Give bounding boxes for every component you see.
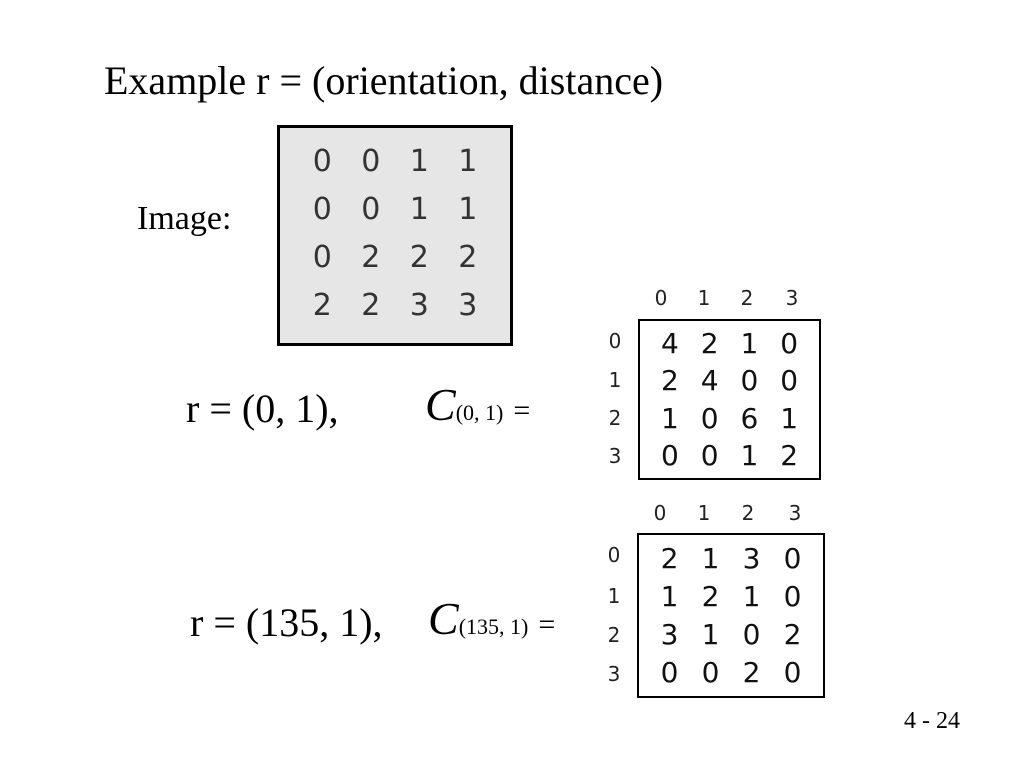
example1-equals: =	[513, 394, 531, 427]
matrix-cell: 2	[700, 327, 719, 361]
row-header: 3	[607, 662, 621, 686]
matrix-cell: 1	[740, 327, 759, 361]
row-header: 1	[608, 368, 622, 392]
matrix-cell: 2	[660, 541, 679, 575]
image-label: Image:	[137, 200, 232, 237]
image-cell: 0	[312, 192, 332, 228]
image-cell: 1	[409, 192, 429, 228]
example1-r-text: r = (0, 1),	[186, 386, 339, 431]
matrix-cell: 3	[660, 618, 679, 652]
column-header: 1	[697, 286, 711, 310]
image-cell: 2	[458, 239, 478, 275]
slide-title: Example r = (orientation, distance)	[104, 58, 664, 103]
image-cell: 0	[312, 144, 332, 180]
matrix-cell: 0	[700, 438, 719, 472]
matrix-cell: 4	[660, 327, 679, 361]
matrix-cell: 1	[742, 579, 761, 613]
row-header: 2	[607, 623, 621, 647]
matrix-cell: 1	[701, 541, 720, 575]
column-header: 3	[785, 286, 799, 310]
matrix-cell: 0	[740, 364, 759, 398]
image-cell: 3	[409, 287, 429, 323]
row-header: 0	[607, 543, 621, 567]
image-cell: 1	[458, 144, 478, 180]
column-header: 0	[653, 501, 667, 525]
matrix-cell: 2	[742, 656, 761, 690]
image-cell: 2	[361, 239, 381, 275]
matrix-cell: 1	[740, 438, 759, 472]
matrix-cell: 0	[742, 618, 761, 652]
matrix-cell: 1	[701, 618, 720, 652]
row-header: 2	[608, 406, 622, 430]
image-cell: 0	[312, 239, 332, 275]
row-header: 1	[607, 584, 621, 608]
column-header: 0	[654, 286, 668, 310]
matrix-cell: 0	[783, 579, 802, 613]
matrix-cell: 2	[701, 579, 720, 613]
example1-c-expression: C(0, 1) =	[425, 380, 530, 438]
example2-c-symbol: C	[428, 593, 459, 644]
example1-c-subscript: (0, 1)	[455, 400, 504, 425]
matrix-cell: 1	[780, 401, 799, 435]
matrix-cell: 0	[660, 656, 679, 690]
column-header: 2	[741, 501, 755, 525]
image-cell: 0	[361, 192, 381, 228]
matrix-cell: 0	[701, 656, 720, 690]
matrix-cell: 0	[660, 438, 679, 472]
matrix-cell: 2	[780, 438, 799, 472]
image-cell: 2	[312, 287, 332, 323]
example2-r-text: r = (135, 1),	[190, 600, 383, 645]
example2-c-subscript: (135, 1)	[458, 614, 529, 639]
matrix-cell: 0	[783, 541, 802, 575]
image-cell: 2	[361, 287, 381, 323]
column-header: 2	[740, 286, 754, 310]
row-header: 0	[608, 329, 622, 353]
matrix-cell: 3	[742, 541, 761, 575]
image-cell: 3	[458, 287, 478, 323]
image-cell: 0	[361, 144, 381, 180]
example2-equals: =	[538, 608, 556, 641]
matrix-cell: 0	[780, 327, 799, 361]
cooccurrence-matrix-0-1: 4 2 1 0 2 4 0 0 1 0 6 1 0 0 1 2	[638, 319, 821, 480]
matrix-cell: 2	[660, 364, 679, 398]
row-header: 3	[608, 444, 622, 468]
matrix-cell: 0	[783, 656, 802, 690]
matrix-cell: 0	[700, 401, 719, 435]
matrix-cell: 6	[740, 401, 759, 435]
example2-c-expression: C(135, 1) =	[428, 594, 555, 652]
matrix-cell: 2	[783, 618, 802, 652]
image-matrix: 0 0 1 1 0 0 1 1 0 2 2 2 2 2 3 3	[277, 125, 513, 346]
matrix-cell: 0	[780, 364, 799, 398]
column-header: 1	[697, 501, 711, 525]
matrix-cell: 1	[660, 401, 679, 435]
image-cell: 2	[409, 239, 429, 275]
image-cell: 1	[409, 144, 429, 180]
page-number: 4 - 24	[904, 708, 960, 734]
image-cell: 1	[458, 192, 478, 228]
cooccurrence-matrix-135-1: 2 1 3 0 1 2 1 0 3 1 0 2 0 0 2 0	[637, 533, 825, 698]
matrix-cell: 4	[700, 364, 719, 398]
matrix-cell: 1	[660, 579, 679, 613]
example1-c-symbol: C	[425, 379, 456, 430]
column-header: 3	[788, 501, 802, 525]
